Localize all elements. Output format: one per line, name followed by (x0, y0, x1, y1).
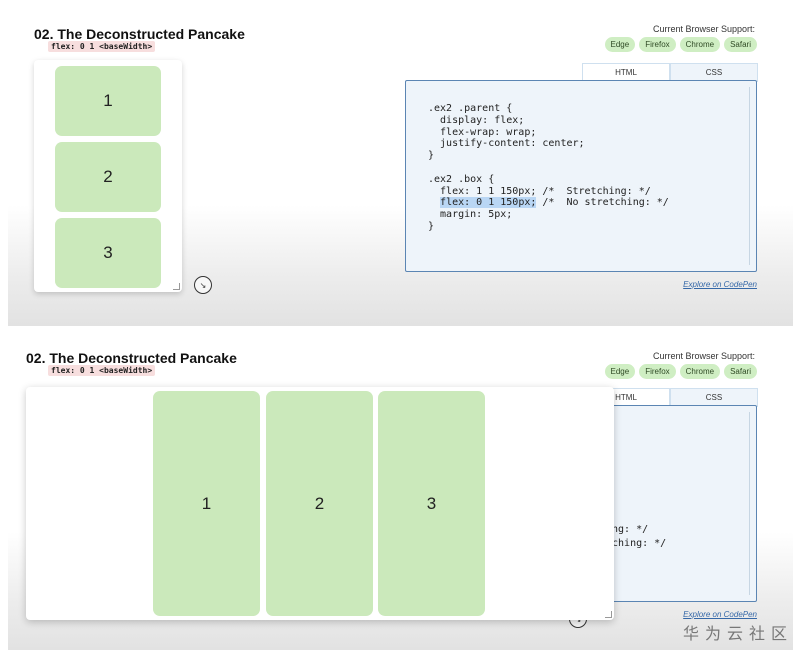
badge-edge: Edge (604, 364, 636, 379)
code-pill: flex: 0 1 <baseWidth> (48, 41, 156, 52)
tab-html[interactable]: HTML (582, 63, 670, 82)
badge-safari: Safari (724, 364, 757, 379)
code-peek-line: tching: */ (606, 538, 667, 549)
code-line: } (428, 150, 435, 162)
css-code: .ex2 .parent { display: flex; flex-wrap:… (428, 103, 669, 233)
badge-firefox: Firefox (639, 364, 676, 379)
code-line: } (428, 220, 435, 232)
code-highlight: flex: 0 1 150px; (440, 197, 537, 209)
flex-box-1: 1 (55, 66, 161, 136)
cursor-icon: ↘ (194, 276, 212, 294)
slide-2: 02. The Deconstructed Pancake flex: 0 1 … (8, 340, 793, 650)
code-scrollbar[interactable] (749, 87, 750, 265)
flex-box-3: 3 (55, 218, 161, 288)
page-title: 02. The Deconstructed Pancake (26, 350, 237, 366)
flex-box-2: 2 (266, 391, 373, 616)
watermark: 华为云社区 (682, 626, 793, 643)
browser-support-label: Current Browser Support: (652, 351, 755, 361)
badge-chrome: Chrome (679, 37, 721, 52)
badge-firefox: Firefox (639, 37, 676, 52)
badge-edge: Edge (604, 37, 636, 52)
browser-badges: Edge Firefox Chrome Safari (604, 364, 757, 379)
code-line: .ex2 .box { (428, 173, 495, 185)
code-peek-line: ing: */ (606, 524, 649, 535)
code-line: display: flex; (428, 114, 525, 126)
code-line: flex: 1 1 150px; /* Stretching: */ (428, 185, 651, 197)
flex-box-2: 2 (55, 142, 161, 212)
code-tabs: HTML CSS (582, 63, 758, 82)
badge-chrome: Chrome (679, 364, 721, 379)
flex-box-3: 3 (378, 391, 485, 616)
demo-preview-panel[interactable]: 1 2 3 (26, 387, 614, 620)
code-line: justify-content: center; (428, 138, 585, 150)
badge-safari: Safari (724, 37, 757, 52)
browser-support-label: Current Browser Support: (652, 24, 755, 34)
flex-box-1: 1 (153, 391, 260, 616)
resize-handle[interactable] (605, 611, 612, 618)
slide-1: 02. The Deconstructed Pancake flex: 0 1 … (8, 8, 793, 326)
page-title: 02. The Deconstructed Pancake (34, 26, 245, 42)
code-pill: flex: 0 1 <baseWidth> (48, 365, 156, 376)
code-line: flex-wrap: wrap; (428, 126, 537, 138)
code-line: /* No stretching: */ (536, 197, 669, 209)
browser-badges: Edge Firefox Chrome Safari (604, 37, 757, 52)
code-line: .ex2 .parent { (428, 103, 513, 114)
code-line: margin: 5px; (428, 209, 513, 221)
explore-codepen-link[interactable]: Explore on CodePen (683, 610, 757, 619)
resize-handle[interactable] (173, 283, 180, 290)
css-code-panel[interactable]: .ex2 .parent { display: flex; flex-wrap:… (405, 80, 757, 272)
tab-css[interactable]: CSS (670, 63, 758, 82)
demo-preview-panel[interactable]: 1 2 3 (34, 60, 182, 292)
explore-codepen-link[interactable]: Explore on CodePen (683, 280, 757, 289)
tab-css[interactable]: CSS (670, 388, 758, 407)
code-scrollbar[interactable] (749, 412, 750, 595)
